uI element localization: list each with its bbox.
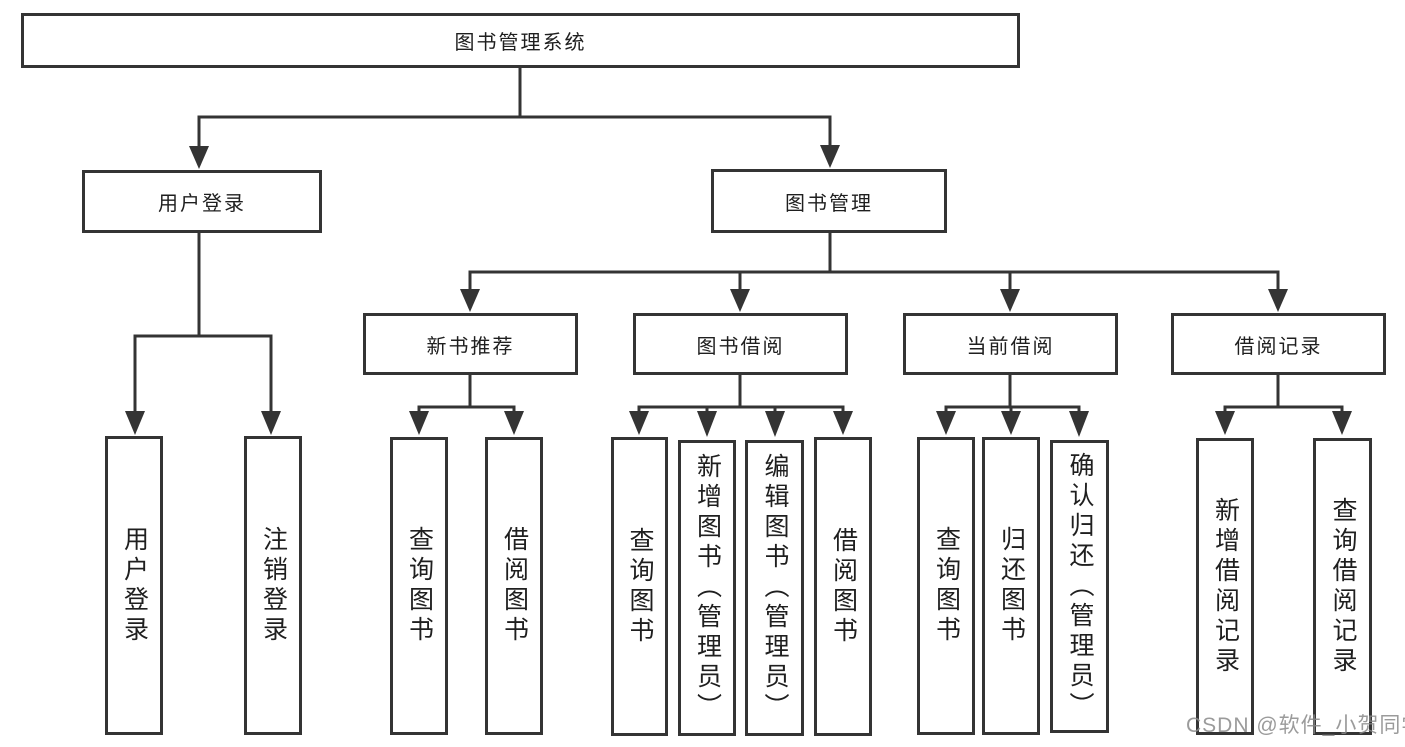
leaf-newbooks-borrow-label: 借阅图书 (500, 526, 529, 646)
leaf-newbooks-query-label: 查询图书 (405, 526, 434, 646)
leaf-current-confirm-admin-label: 确认归还（管理员） (1066, 451, 1094, 722)
node-book-mgmt-label: 图书管理 (785, 192, 873, 215)
leaf-current-confirm-admin: 确认归还（管理员） (1050, 440, 1109, 733)
leaf-borrow-edit-admin: 编辑图书（管理员） (745, 440, 804, 736)
node-borrow-records: 借阅记录 (1171, 313, 1386, 375)
leaf-borrow-add-admin-label: 新增图书（管理员） (693, 453, 722, 723)
connector-user-login-children (125, 233, 281, 435)
node-root-system: 图书管理系统 (21, 13, 1020, 68)
leaf-borrow-edit-admin-label: 编辑图书（管理员） (761, 453, 789, 723)
leaf-borrow-book-label: 借阅图书 (829, 526, 858, 647)
leaf-current-query: 查询图书 (917, 437, 975, 735)
leaf-record-query: 查询借阅记录 (1313, 438, 1372, 735)
connector-records-children (1215, 375, 1352, 435)
leaf-borrow-add-admin: 新增图书（管理员） (678, 440, 736, 736)
connector-root-to-level2 (189, 68, 840, 169)
leaf-borrow-query-label: 查询图书 (626, 526, 654, 647)
node-new-books-label: 新书推荐 (426, 335, 515, 358)
node-user-login: 用户登录 (82, 170, 322, 233)
connector-book-mgmt-groups (460, 233, 1288, 312)
leaf-logout: 注销登录 (244, 436, 302, 735)
node-current-borrow: 当前借阅 (903, 313, 1118, 375)
leaf-record-query-label: 查询借阅记录 (1329, 496, 1357, 677)
csdn-watermark: CSDN @软件_小贺同学 (1186, 714, 1405, 737)
leaf-user-login: 用户登录 (105, 436, 163, 735)
leaf-borrow-query: 查询图书 (611, 437, 668, 736)
node-root-label: 图书管理系统 (454, 32, 587, 54)
connector-new-books-children (409, 375, 524, 435)
leaf-current-query-label: 查询图书 (932, 526, 961, 646)
node-borrow-records-label: 借阅记录 (1234, 335, 1323, 358)
node-book-mgmt: 图书管理 (711, 169, 947, 233)
leaf-newbooks-query: 查询图书 (390, 437, 448, 735)
leaf-user-login-label: 用户登录 (120, 525, 149, 646)
connector-current-borrow-children (936, 375, 1089, 437)
node-book-borrow: 图书借阅 (633, 313, 848, 375)
leaf-borrow-book: 借阅图书 (814, 437, 872, 736)
leaf-record-add: 新增借阅记录 (1196, 438, 1254, 735)
leaf-record-add-label: 新增借阅记录 (1211, 496, 1240, 677)
leaf-current-return-label: 归还图书 (997, 526, 1026, 646)
node-user-login-label: 用户登录 (158, 193, 246, 215)
leaf-newbooks-borrow: 借阅图书 (485, 437, 543, 735)
leaf-logout-label: 注销登录 (259, 525, 288, 646)
node-new-books: 新书推荐 (363, 313, 578, 375)
leaf-current-return: 归还图书 (982, 437, 1040, 735)
node-current-borrow-label: 当前借阅 (966, 335, 1055, 358)
connector-book-borrow-children (629, 375, 853, 437)
node-book-borrow-label: 图书借阅 (696, 335, 785, 358)
